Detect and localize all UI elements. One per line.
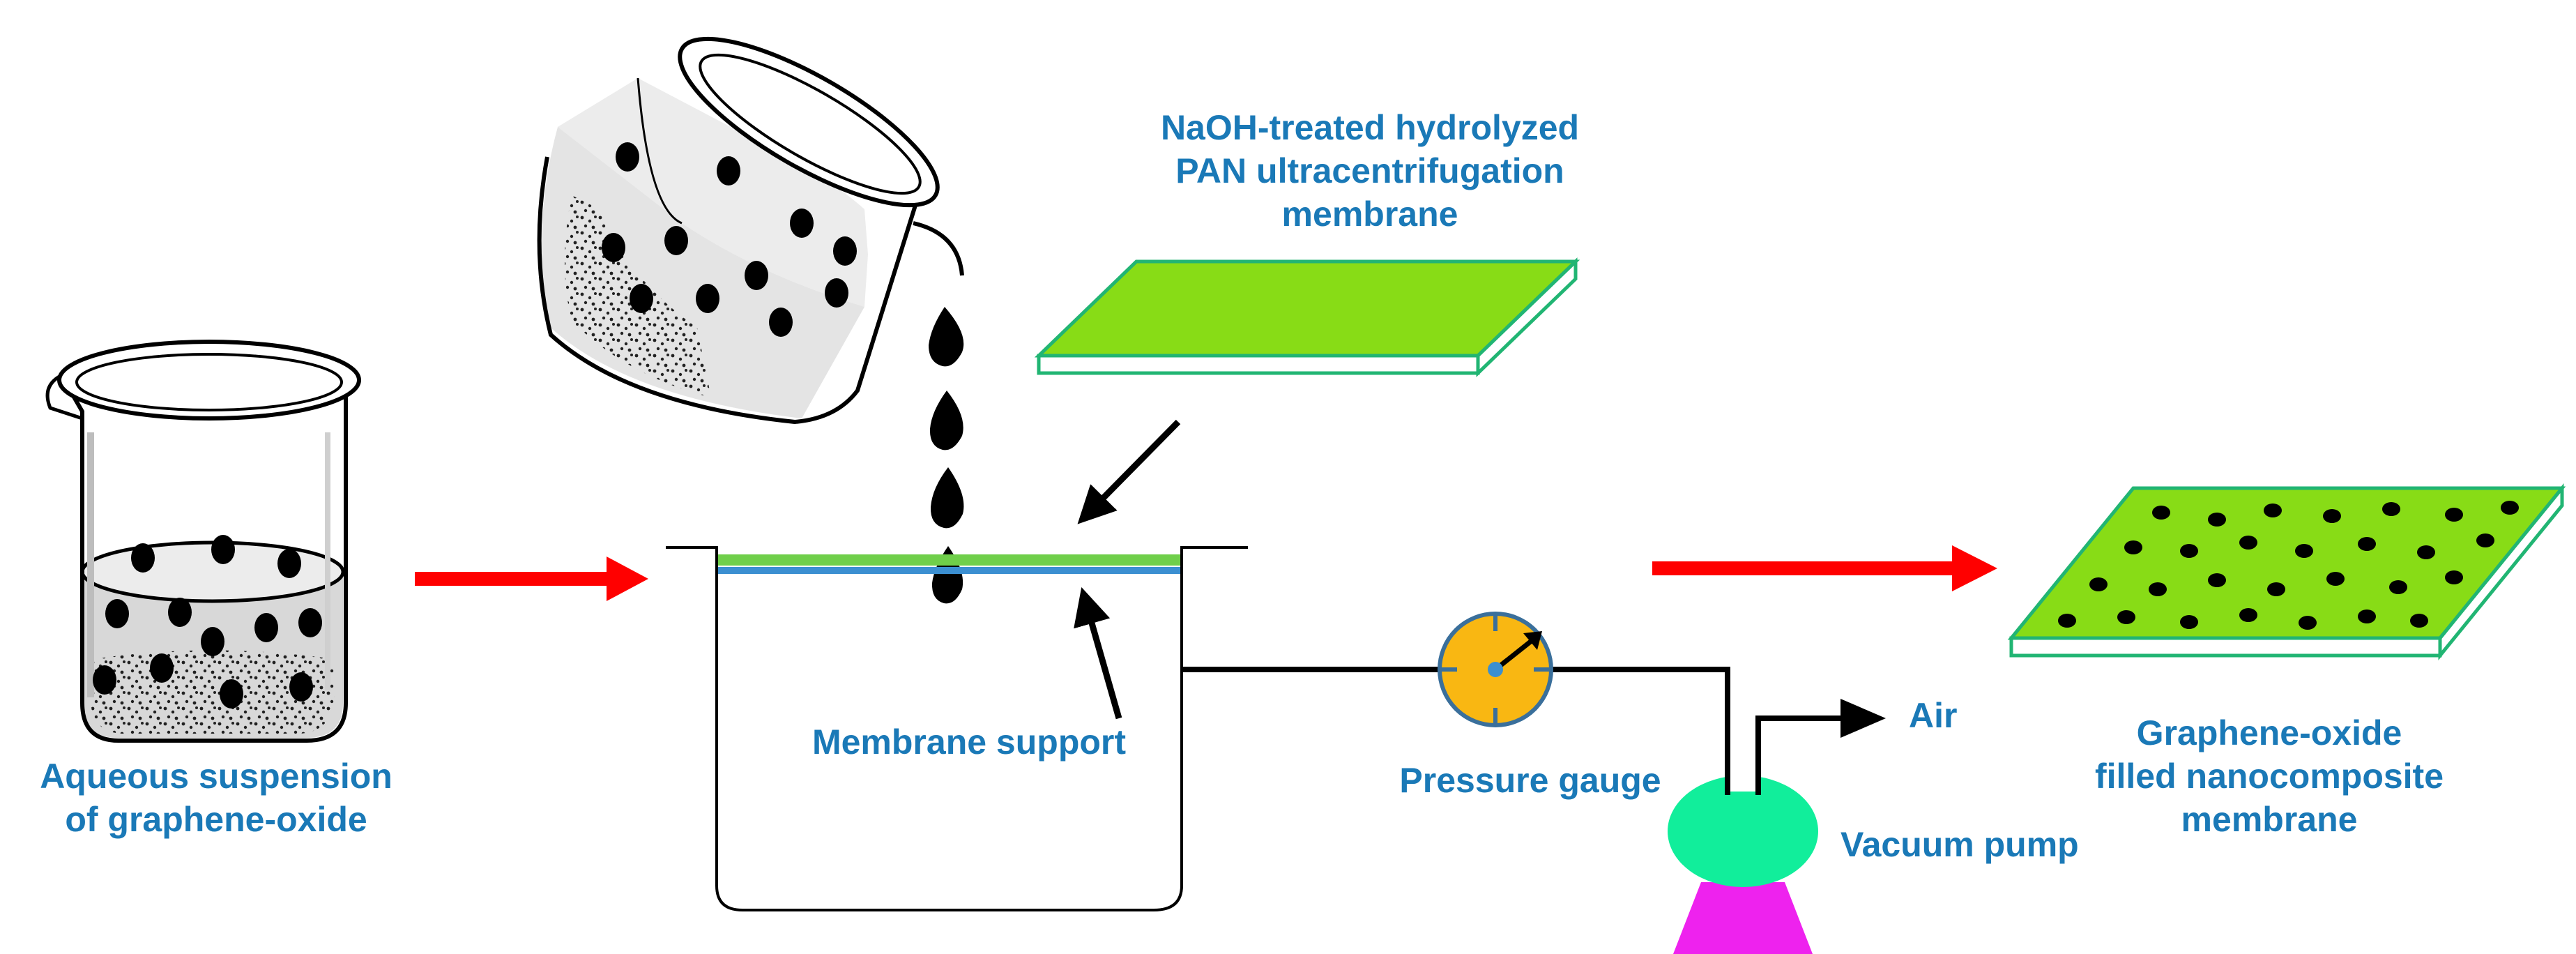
label-product-line-3: membrane	[2181, 800, 2358, 839]
membrane-support-layer	[718, 567, 1180, 574]
label-product-membrane: Graphene-oxide filled nanocomposite memb…	[2095, 711, 2444, 841]
label-naoh-membrane: NaOH-treated hydrolyzed PAN ultracentrif…	[1161, 106, 1579, 236]
label-product-line-2: filled nanocomposite	[2094, 757, 2444, 796]
label-aqueous-suspension: Aqueous suspension of graphene-oxide	[40, 755, 393, 841]
pressure-gauge-icon	[1438, 612, 1553, 727]
label-naoh-line-3: membrane	[1281, 195, 1458, 234]
vacuum-pump-icon	[1668, 718, 1818, 954]
air-arrowhead	[1840, 699, 1886, 738]
label-aqueous-line-2: of graphene-oxide	[65, 800, 367, 839]
pouring-beaker-icon	[537, 36, 964, 425]
label-air-text: Air	[1909, 696, 1958, 735]
label-naoh-line-1: NaOH-treated hydrolyzed	[1160, 108, 1580, 147]
naoh-membrane-icon	[1034, 257, 1580, 377]
label-membrane-support: Membrane support	[812, 720, 1126, 764]
beaker-icon	[45, 340, 361, 743]
process-arrow-1	[415, 556, 648, 601]
membrane-pointer-arrow	[1077, 419, 1181, 524]
membrane-layer	[718, 554, 1180, 566]
label-membrane-support-text: Membrane support	[811, 722, 1127, 762]
support-pointer-arrow	[1074, 587, 1122, 720]
label-vacuum-pump-text: Vacuum pump	[1840, 825, 2079, 864]
falling-drops	[929, 307, 964, 604]
label-product-line-1: Graphene-oxide	[2136, 713, 2402, 752]
filtration-vessel-icon	[666, 546, 1248, 911]
label-air: Air	[1909, 694, 1957, 737]
label-pressure-gauge-text: Pressure gauge	[1399, 761, 1661, 800]
product-membrane-icon	[2007, 483, 2566, 661]
process-arrow-2	[1652, 545, 1997, 591]
label-vacuum-pump: Vacuum pump	[1840, 823, 2079, 866]
label-pressure-gauge: Pressure gauge	[1399, 759, 1661, 802]
label-naoh-line-2: PAN ultracentrifugation	[1175, 151, 1564, 190]
label-aqueous-line-1: Aqueous suspension	[40, 757, 393, 796]
